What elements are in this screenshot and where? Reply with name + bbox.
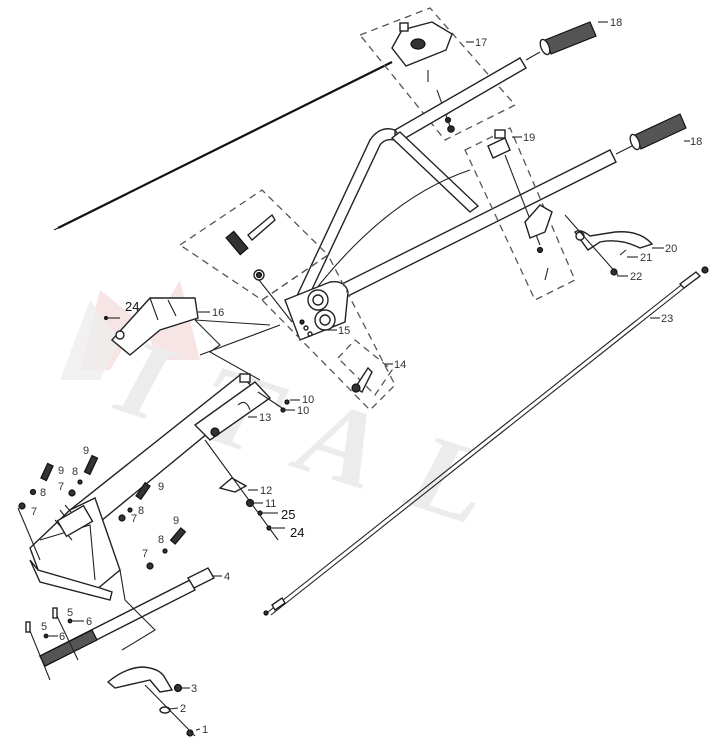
callout-19: 19 (523, 132, 535, 144)
callout-5b: 5 (67, 607, 73, 619)
pins-5-6 (25, 607, 79, 681)
callout-8b: 8 (72, 466, 78, 478)
clamp-plate (284, 281, 349, 341)
brake-cable (263, 266, 709, 616)
callout-25: 25 (281, 507, 295, 522)
callout-18b: 18 (690, 136, 702, 148)
callout-8a: 8 (40, 487, 46, 499)
detail-box-bolt (178, 189, 330, 301)
bolt-assembly (225, 213, 293, 323)
callout-9b: 9 (83, 445, 89, 457)
throttle-cable (57, 61, 393, 229)
callout-15: 15 (338, 325, 350, 337)
brake-lever (564, 214, 654, 276)
handlebar-upper (393, 51, 541, 141)
callout-24b: 24 (290, 525, 304, 540)
detail-box-17 (358, 7, 517, 141)
callout-7a: 7 (31, 506, 37, 518)
callout-8d: 8 (158, 534, 164, 546)
callout-13: 13 (259, 412, 271, 424)
bracket-20 (524, 204, 553, 281)
callout-4: 4 (224, 571, 230, 583)
lower-lever (106, 599, 196, 737)
callout-12: 12 (260, 485, 272, 497)
callout-14: 14 (394, 359, 406, 371)
callout-16: 16 (212, 307, 224, 319)
detail-box-14 (260, 254, 396, 411)
detail-box-19 (464, 127, 576, 301)
pin-12-stack (204, 439, 279, 541)
callout-24a: 24 (125, 299, 139, 314)
lower-mount (29, 497, 126, 601)
callout-10b: 10 (297, 405, 309, 417)
callout-7d: 7 (142, 548, 148, 560)
callout-22: 22 (630, 271, 642, 283)
callout-20: 20 (665, 243, 677, 255)
callout-8c: 8 (138, 505, 144, 517)
callouts: 1 2 3 4 5 5 6 6 7 7 7 7 8 8 8 8 9 9 9 9 … (31, 17, 702, 736)
callout-9a: 9 (58, 465, 64, 477)
rod-4 (39, 567, 215, 667)
callout-18a: 18 (610, 17, 622, 29)
callout-17: 17 (475, 37, 487, 49)
throttle-housing (391, 21, 453, 82)
callout-5a: 5 (41, 621, 47, 633)
callout-10a: 10 (302, 394, 314, 406)
leader-cable (194, 319, 271, 326)
pivot-pin (351, 366, 373, 393)
callout-3: 3 (191, 683, 197, 695)
callout-9d: 9 (173, 515, 179, 527)
clamp-13 (193, 373, 272, 441)
callout-9c: 9 (158, 481, 164, 493)
callout-23: 23 (661, 313, 673, 325)
callout-6a: 6 (59, 631, 65, 643)
callout-2: 2 (180, 703, 186, 715)
grip-lower (629, 113, 687, 151)
grip-upper (539, 21, 597, 56)
callout-1: 1 (202, 724, 208, 736)
callout-6b: 6 (86, 616, 92, 628)
callout-7b: 7 (58, 481, 64, 493)
callout-11: 11 (265, 498, 276, 510)
bracket-16 (103, 297, 199, 356)
callout-21: 21 (640, 252, 652, 264)
callout-7c: 7 (131, 513, 137, 525)
fasteners (17, 454, 187, 570)
